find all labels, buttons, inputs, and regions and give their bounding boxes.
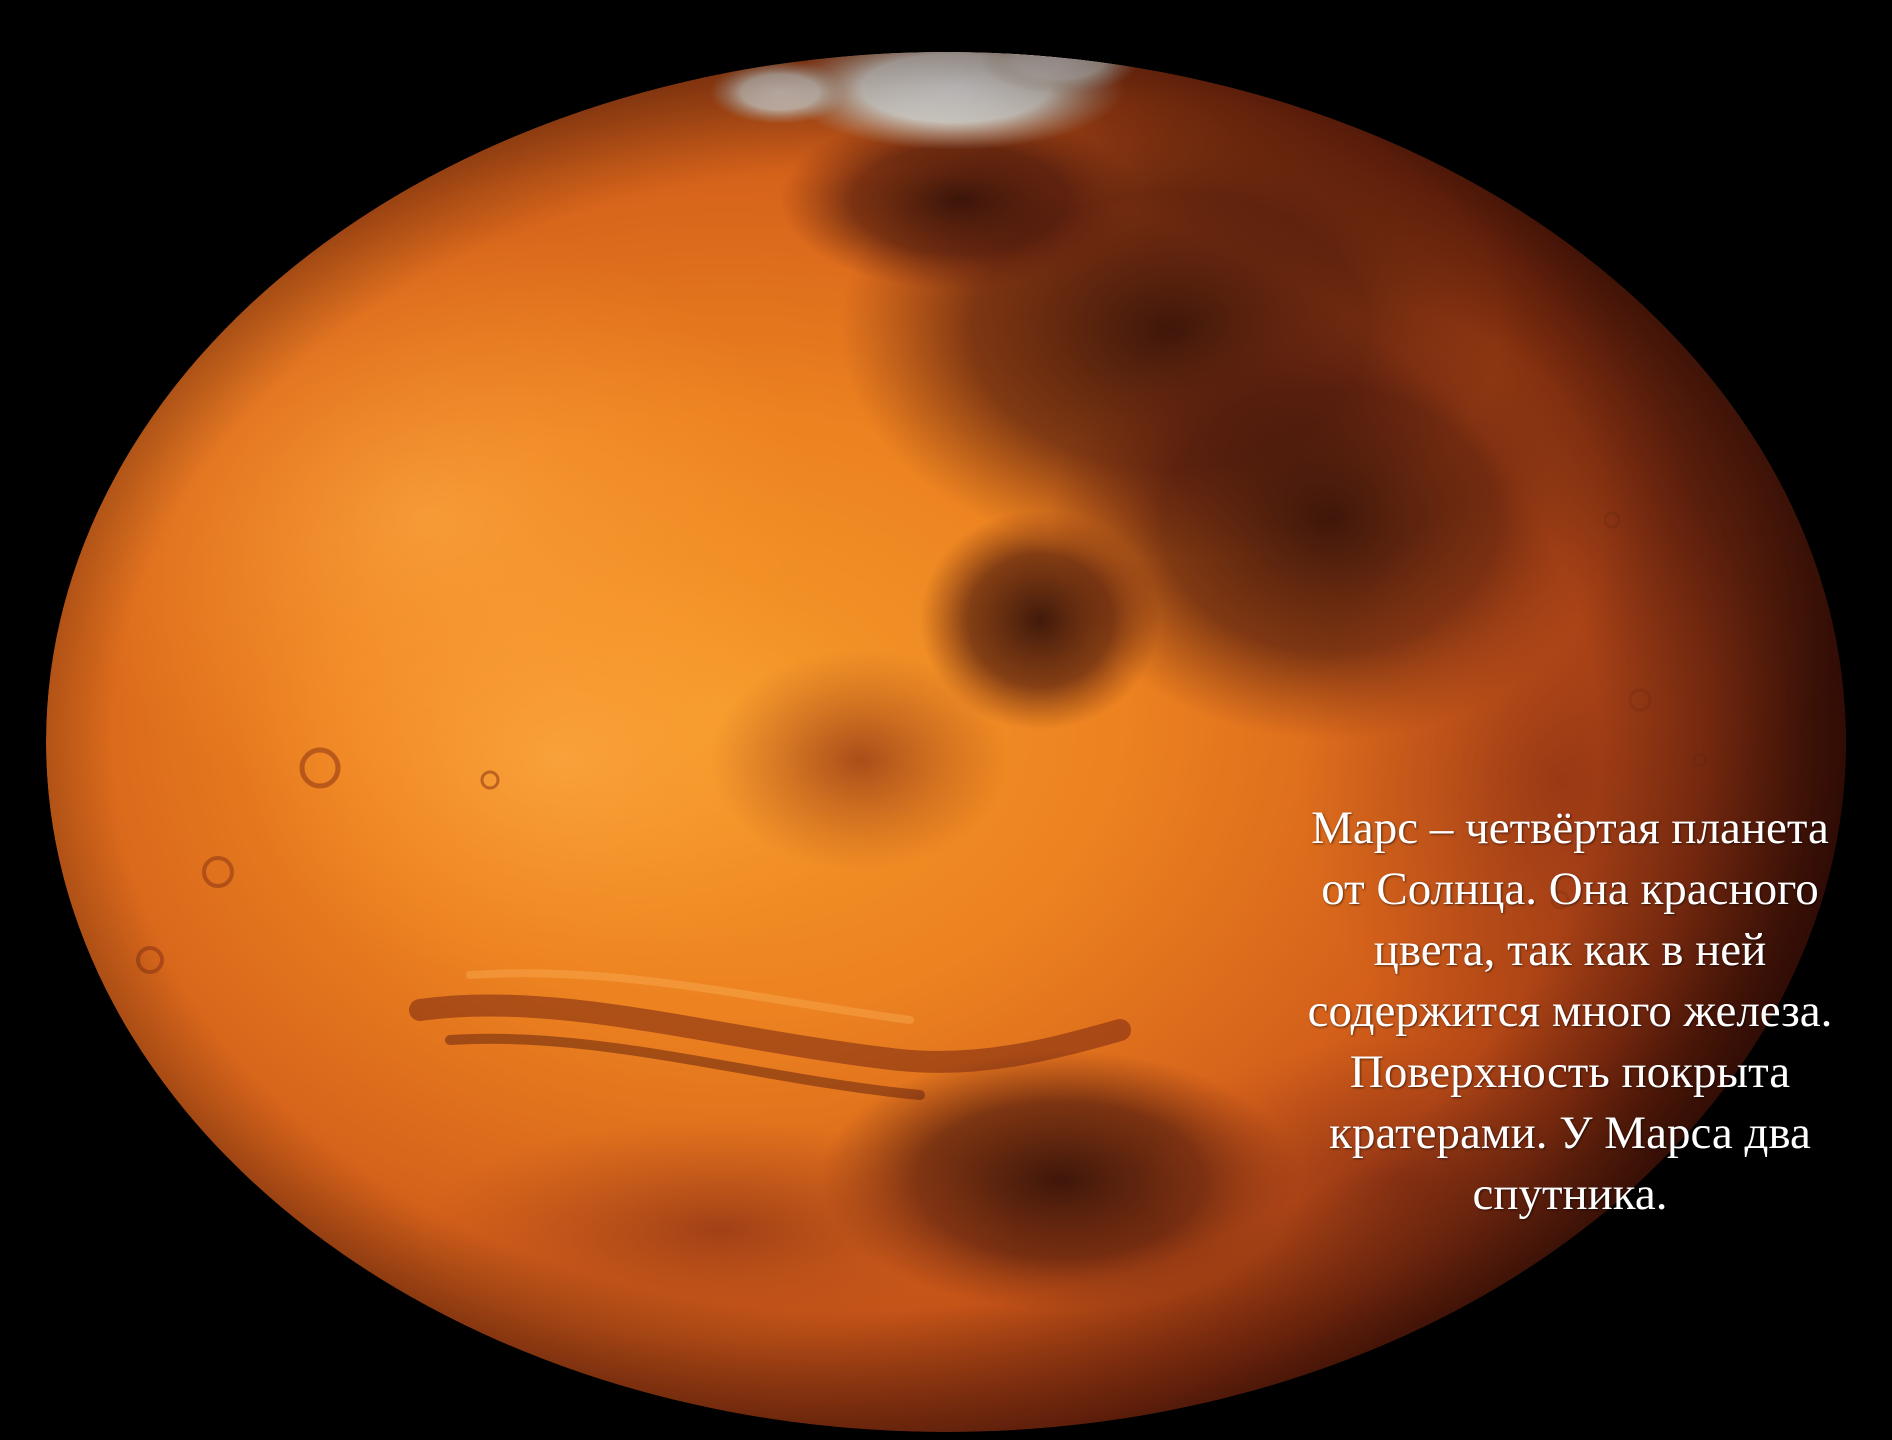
caption-line: Марс – четвёртая планета bbox=[1311, 802, 1829, 854]
caption-line: спутника. bbox=[1472, 1168, 1668, 1220]
caption-line: Поверхность покрыта bbox=[1349, 1046, 1791, 1098]
caption-line: цвета, так как в ней bbox=[1373, 924, 1767, 976]
caption-line: содержится много железа. bbox=[1307, 985, 1833, 1037]
caption-text-block: Марс – четвёртая планета от Солнца. Она … bbox=[1270, 798, 1870, 1225]
caption-line: кратерами. У Марса два bbox=[1329, 1107, 1811, 1159]
caption-line: от Солнца. Она красного bbox=[1321, 863, 1819, 915]
